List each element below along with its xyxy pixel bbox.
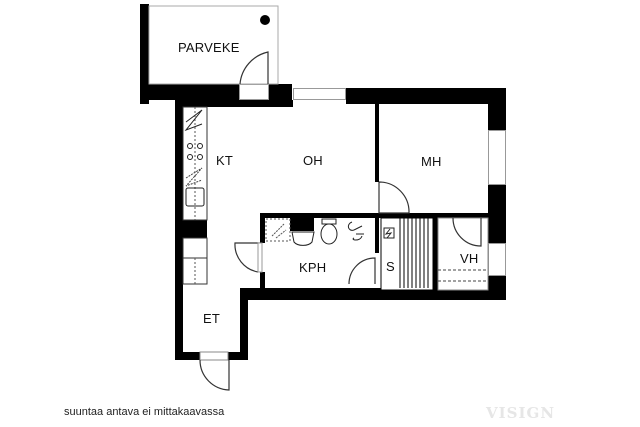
watermark: VISIGN xyxy=(486,404,556,422)
room-label-vh: VH xyxy=(460,251,479,266)
wall-bath-top xyxy=(260,213,488,218)
wall-right-top xyxy=(488,88,506,130)
balcony-post-icon xyxy=(260,15,270,25)
window-mh xyxy=(488,130,506,185)
wall-et-right xyxy=(240,288,248,360)
scale-disclaimer: suuntaa antava ei mittakaavassa xyxy=(64,406,225,418)
wall-bath-left-low xyxy=(260,272,265,292)
wall-bath-right xyxy=(375,213,379,253)
wall-right-mid xyxy=(488,185,506,243)
window-oh xyxy=(293,88,346,100)
balcony-wall-left xyxy=(140,4,149,104)
shower-icon xyxy=(347,221,364,241)
wall-left xyxy=(175,100,183,360)
balcony-door-swing-icon xyxy=(239,51,269,85)
wall-vh-top xyxy=(438,213,488,218)
wall-bottom-et-left xyxy=(175,352,200,360)
wall-kitchen-end xyxy=(183,220,207,238)
wall-top-left xyxy=(175,100,293,107)
dishwasher-icon xyxy=(185,167,203,187)
kitchen-sink-icon xyxy=(185,187,205,207)
room-label-s: S xyxy=(386,259,395,274)
wall-bottom-right xyxy=(248,288,506,300)
bedroom-door-swing-icon xyxy=(378,181,410,214)
toilet-icon xyxy=(320,223,338,245)
washing-machine-icon xyxy=(265,218,291,242)
closet-door-swing-icon xyxy=(452,217,482,247)
room-label-et: ET xyxy=(203,311,221,326)
wall-mh-left xyxy=(375,100,379,182)
entrance-door-swing-icon xyxy=(199,359,230,391)
bath-shaft xyxy=(290,217,314,231)
bathroom-door-swing-icon xyxy=(234,242,260,273)
wall-sauna-right xyxy=(433,213,438,293)
room-label-kt: KT xyxy=(216,153,234,168)
wall-bottom-et-right xyxy=(228,352,248,360)
room-label-parveke: PARVEKE xyxy=(178,40,240,55)
room-label-oh: OH xyxy=(303,153,323,168)
wall-top-right xyxy=(346,88,506,104)
bath-sink-icon xyxy=(291,231,315,246)
room-label-kph: KPH xyxy=(299,260,327,275)
fridge-icon xyxy=(184,109,203,132)
stove-icon xyxy=(187,143,203,160)
bath-inner-door-swing-icon xyxy=(348,257,376,285)
sauna-bench-icon xyxy=(399,218,429,288)
wall-bath-left xyxy=(260,213,265,243)
room-label-mh: MH xyxy=(421,154,442,169)
